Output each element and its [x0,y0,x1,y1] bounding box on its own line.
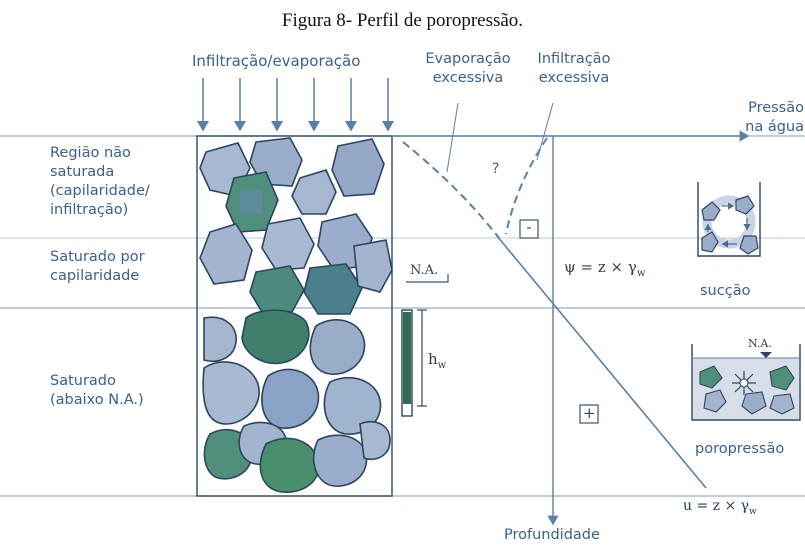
grain [291,169,337,215]
grain [203,316,237,362]
positive-sign: + [583,404,596,422]
negative-sign: - [526,218,532,236]
grain [331,138,385,197]
water-table-marker [406,274,449,283]
soil-column [196,135,393,497]
infiltration-pointer [536,102,554,161]
infiltration-curve [505,137,548,235]
evaporation-pointer [446,102,459,173]
pore-inset-water-table-label: N.A. [748,337,772,350]
pressure-profile-line [496,235,707,489]
pore-pressure-inset [691,344,801,421]
grain-detail [240,190,262,214]
pore-pressure-equation: u = z × γw [683,498,757,517]
figure-caption: Figura 8- Perfil de poropressão. [281,10,524,31]
water-table-label: N.A. [410,263,439,278]
grain [303,263,363,315]
grain [261,368,320,429]
grain [309,319,366,375]
hw-label: hw [428,350,447,371]
suction-inset [697,182,761,257]
grain [259,437,320,493]
grain [359,420,391,460]
suction-equation: ψ = z × γw [564,258,646,279]
saturated-region-label: Saturado(abaixo N.A.) [50,373,144,408]
infiltration-arrows [197,78,394,132]
grain [249,265,305,313]
grain [261,217,315,271]
piezometer-water [403,312,411,404]
infiltration-evaporation-label: Infiltração/evaporação [192,52,361,70]
depth-axis-label: Profundidade [504,527,600,543]
negative-sign-box [519,219,539,239]
pore-pressure-inset-label: poropressão [695,441,785,457]
positive-sign-box [579,404,599,424]
grain [202,361,260,425]
soil-grains [199,137,393,493]
grain [353,239,393,293]
grain [241,309,310,365]
suction-inset-label: sucção [700,283,751,299]
unknown-symbol: ? [492,161,500,177]
evaporation-curve [402,141,500,239]
grain [312,434,368,487]
grain [199,223,253,285]
